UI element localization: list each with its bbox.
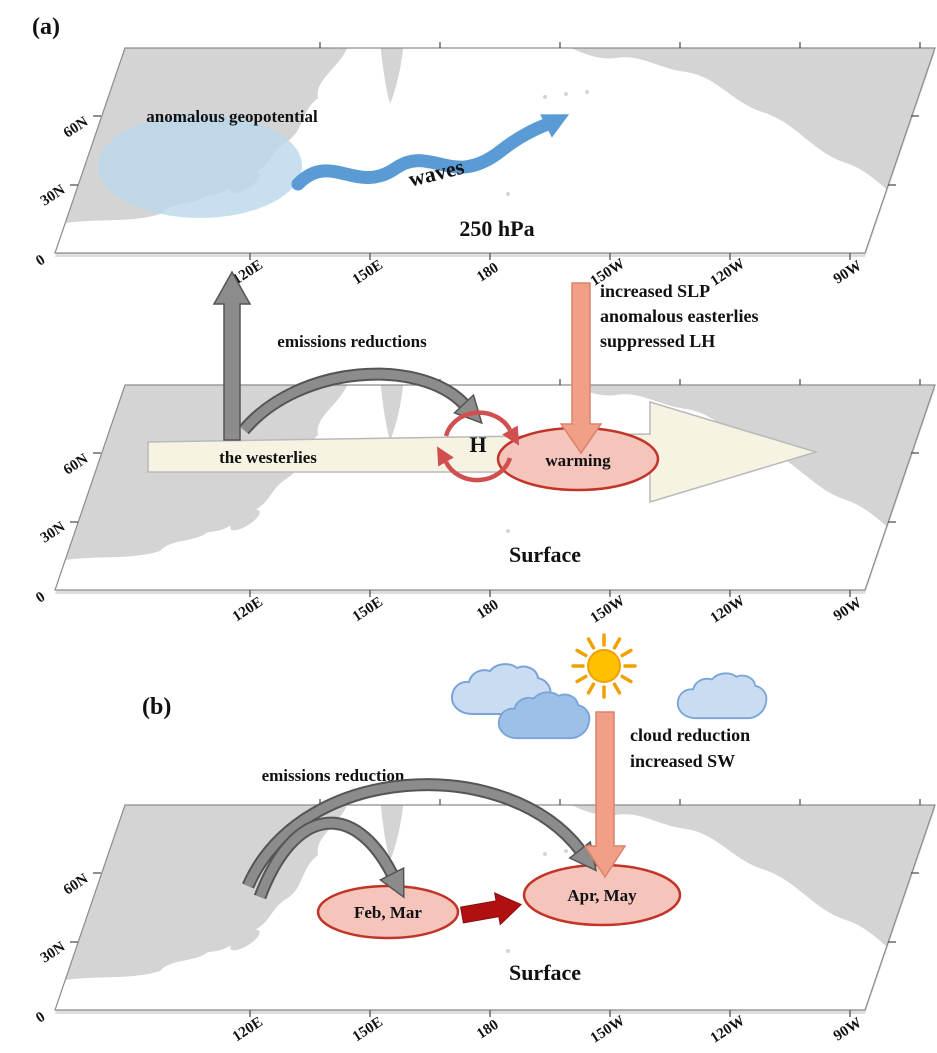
lon-label: 150W	[588, 593, 628, 627]
lon-label: 90W	[831, 1015, 865, 1045]
forcing-text-block: increased SLP anomalous easterlies suppr…	[600, 281, 758, 351]
wave-arrow	[291, 117, 555, 191]
lon-axis: 120E 150E 180 150W 120W 90W	[230, 256, 865, 290]
radiation-line: increased SW	[630, 751, 735, 771]
sun-core	[587, 649, 621, 683]
lon-label: 180	[474, 597, 502, 623]
lon-label: 120W	[708, 593, 748, 627]
high-pressure-label: H	[469, 432, 486, 457]
lon-label: 150E	[350, 1014, 386, 1045]
forcing-line: anomalous easterlies	[600, 306, 758, 326]
feb-mar-label: Feb, Mar	[354, 903, 422, 922]
anticyclone-circulation	[443, 410, 513, 483]
sw-down-arrow	[583, 711, 627, 879]
panel-b-connectors: emissions reduction cloud reduction incr…	[242, 711, 750, 904]
anomalous-geopotential-region	[98, 114, 302, 218]
lon-label: 120W	[708, 1013, 748, 1047]
tick-marks	[70, 799, 921, 1017]
lon-label: 120E	[230, 1014, 266, 1045]
map-outline	[54, 47, 936, 254]
lat-label: 60N	[61, 451, 92, 479]
lat-label: 0	[33, 1009, 48, 1027]
emissions-up-arrow	[212, 270, 252, 441]
warming-label: warming	[545, 451, 611, 470]
forcing-line: suppressed LH	[600, 331, 715, 351]
geopotential-label: anomalous geopotential	[146, 107, 318, 126]
map-outline	[54, 804, 936, 1011]
lat-label: 0	[33, 252, 48, 270]
panel-a-label: (a)	[32, 14, 60, 40]
sun-icon	[571, 633, 637, 699]
lon-label: 120W	[708, 256, 748, 290]
cloud-icon	[676, 672, 768, 720]
lat-label: 30N	[38, 939, 69, 967]
map-surface-b: 60N 30N 0 120E 150E 180 150W 120W 90W Fe…	[33, 799, 936, 1047]
curved-arrow	[240, 369, 468, 433]
lon-label: 150W	[588, 1013, 628, 1047]
panel-b-label: (b)	[142, 694, 171, 720]
map-250hpa-title: 250 hPa	[459, 216, 534, 241]
lon-label: 90W	[831, 258, 865, 288]
tick-marks	[70, 42, 921, 260]
lon-label: 180	[474, 1017, 502, 1043]
lon-label: 120E	[230, 594, 266, 625]
lon-label: 150E	[350, 594, 386, 625]
panel-a-connectors: emissions reductions H increased SLP ano…	[212, 270, 758, 483]
lon-label: 150E	[350, 257, 386, 288]
progression-red-arrow	[460, 892, 522, 926]
radiation-line: cloud reduction	[630, 725, 750, 745]
emissions-reduction-label: emissions reduction	[262, 766, 405, 785]
lon-label: 180	[474, 260, 502, 286]
map-outline	[54, 384, 936, 591]
map-surface-a: 60N 30N 0 120E 150E 180 150W 120W 90W th…	[33, 379, 936, 627]
map-surface-a-title: Surface	[509, 542, 581, 567]
lat-label: 0	[33, 589, 48, 607]
sun-rays	[571, 633, 637, 699]
lat-label: 30N	[38, 519, 69, 547]
forcing-line: increased SLP	[600, 281, 710, 301]
apr-may-label: Apr, May	[567, 886, 637, 905]
map-250hpa: 60N 30N 0 120E 150E 180 150W 120W 90W an…	[33, 42, 936, 290]
curved-arrow-long	[243, 780, 584, 888]
lon-label: 90W	[831, 595, 865, 625]
map-surface-b-title: Surface	[509, 960, 581, 985]
curved-arrow-short	[255, 818, 397, 899]
lat-label: 30N	[38, 182, 69, 210]
panel-b-sky	[450, 633, 768, 740]
lon-axis: 120E 150E 180 150W 120W 90W	[230, 1013, 865, 1047]
lat-label: 60N	[61, 114, 92, 142]
lat-label: 60N	[61, 871, 92, 899]
lon-axis: 120E 150E 180 150W 120W 90W	[230, 593, 865, 627]
slp-down-arrow	[559, 282, 603, 455]
westerlies-label: the westerlies	[219, 448, 317, 467]
emissions-reductions-label: emissions reductions	[277, 332, 427, 351]
radiation-text-block: cloud reduction increased SW	[630, 725, 750, 771]
westerlies-arrow	[147, 400, 819, 504]
